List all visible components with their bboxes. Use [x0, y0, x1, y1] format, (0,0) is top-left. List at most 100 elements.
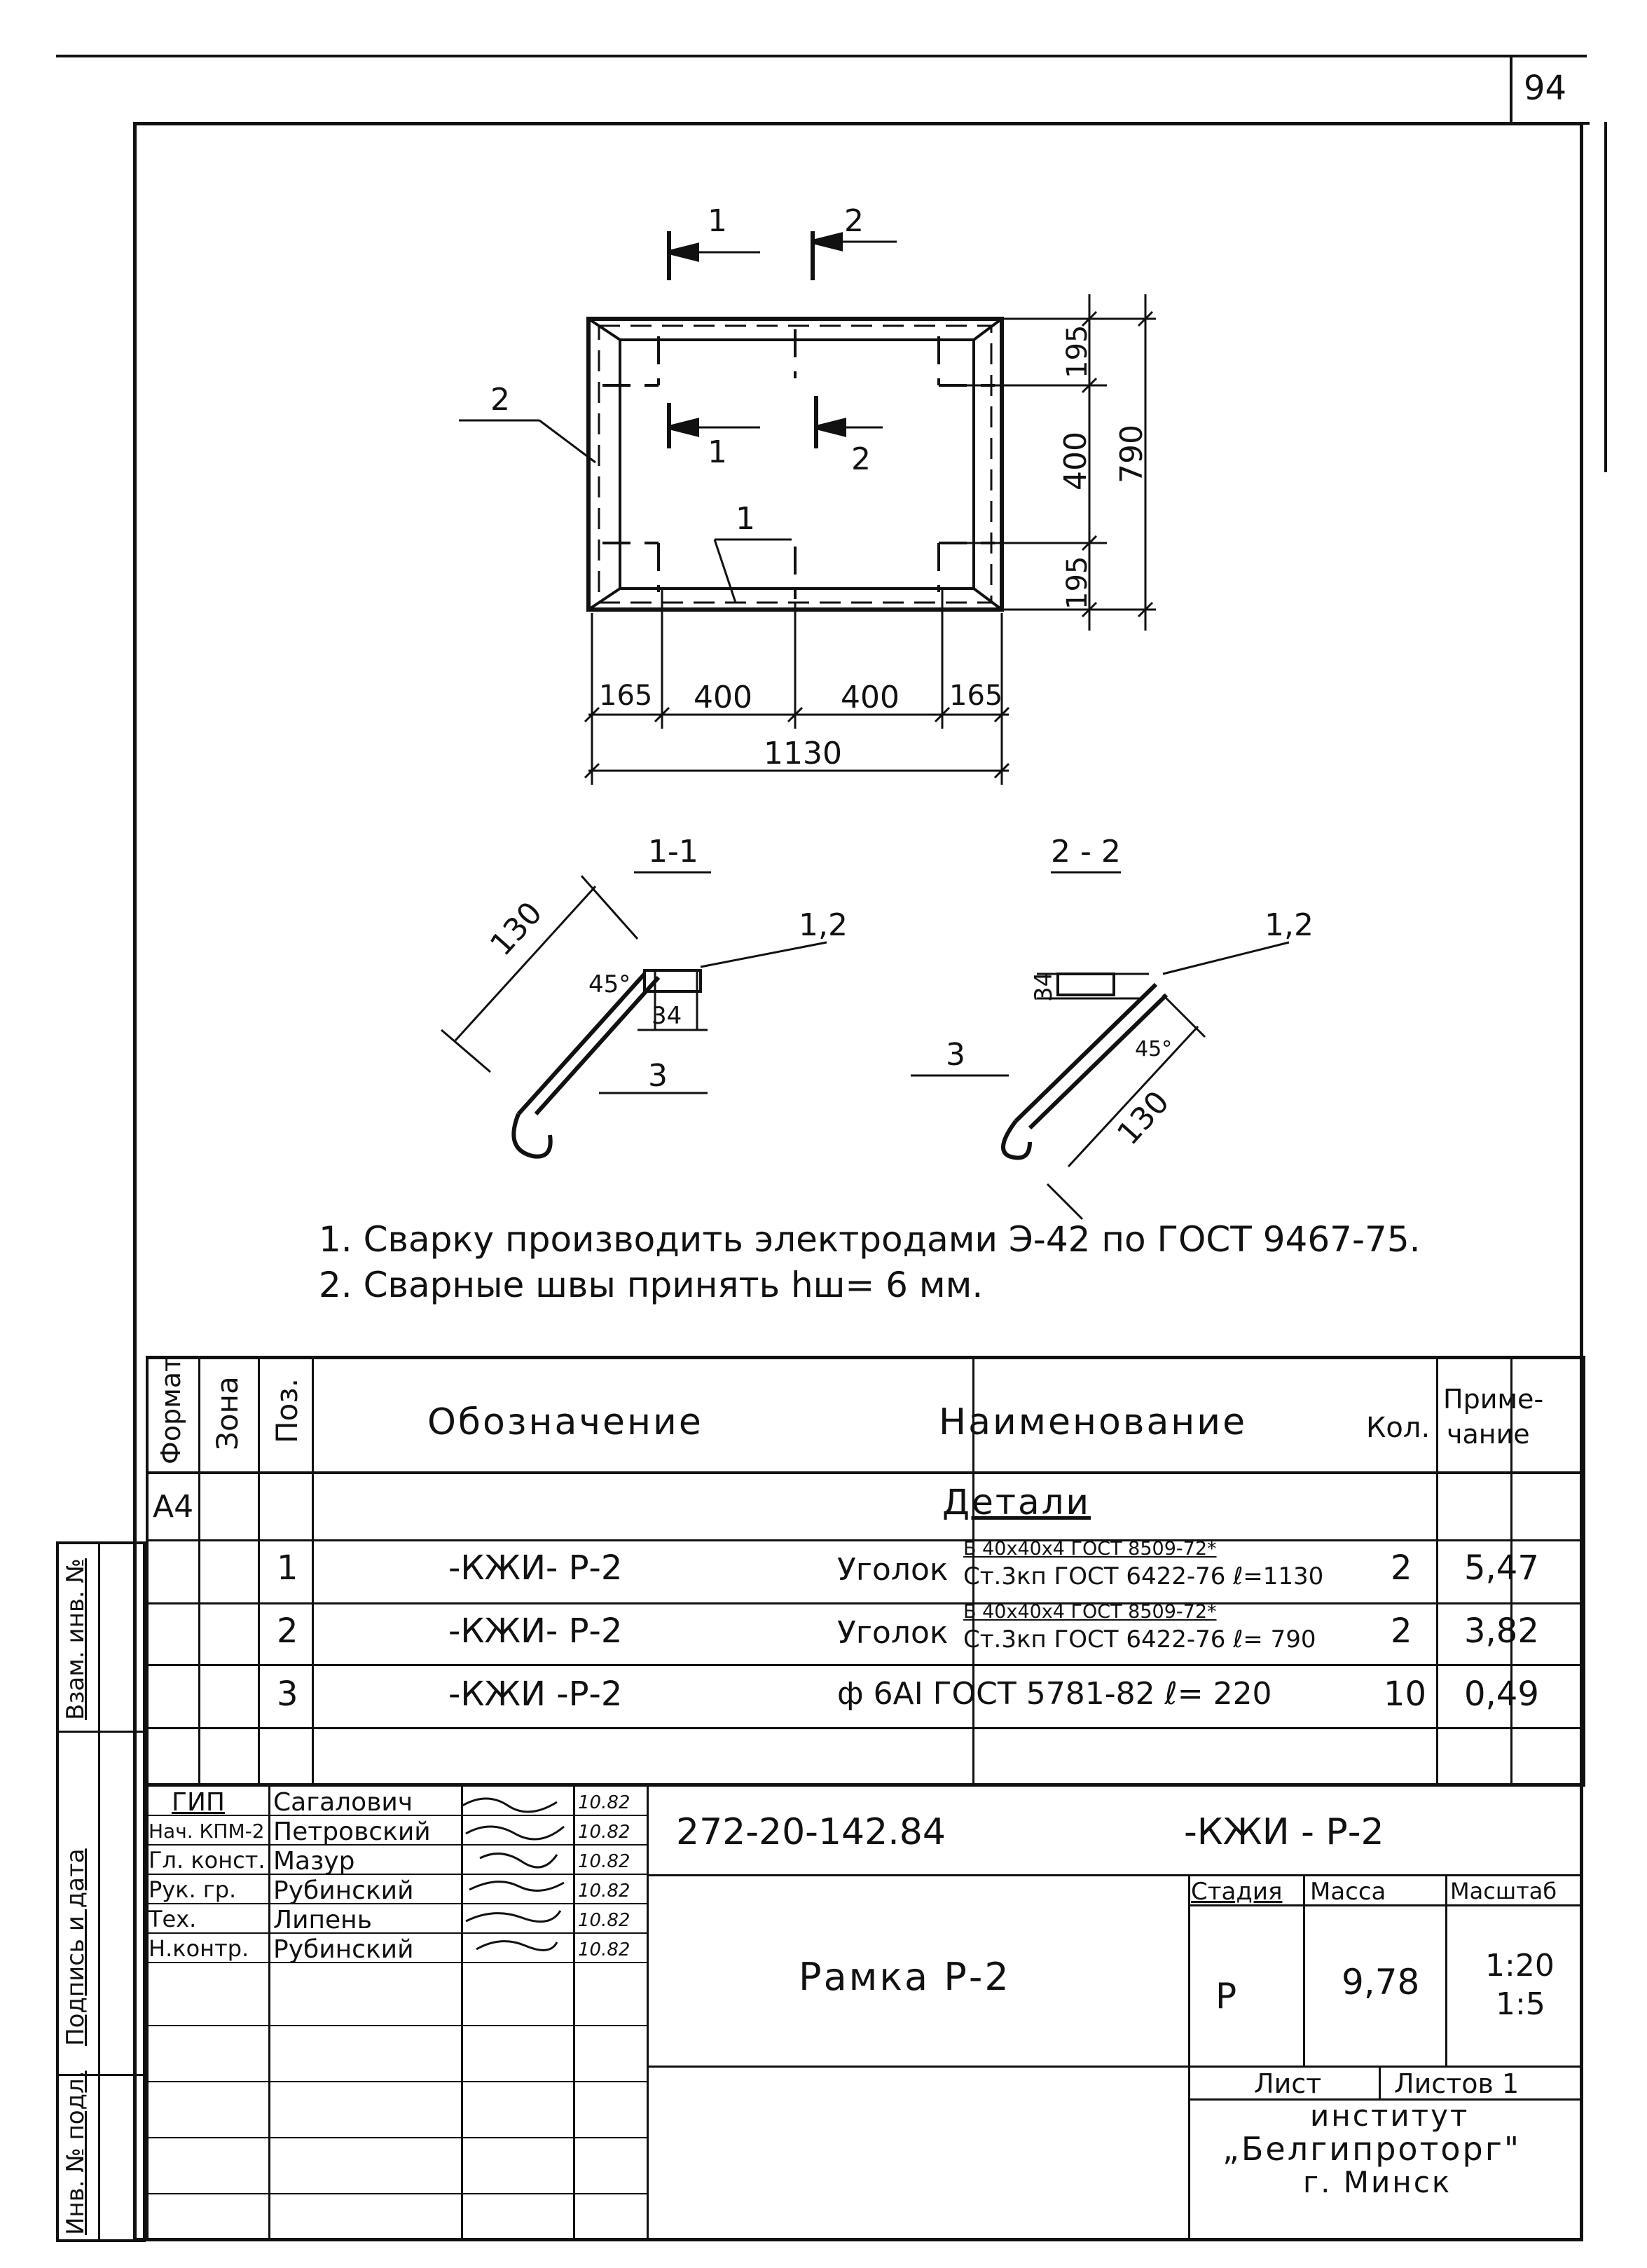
title-block: [146, 1787, 1583, 2241]
date-2: 10.82: [578, 1822, 630, 1843]
role-5: Тех.: [149, 1906, 197, 1932]
org-line-3: г. Минск: [1303, 2165, 1452, 2199]
dim-165-right: 165: [949, 680, 1003, 712]
mass-value: 9,78: [1342, 1962, 1420, 2002]
row-3-name: ф 6АI ГОСТ 5781-82 ℓ= 220: [837, 1676, 1272, 1712]
header-note-2: чание: [1447, 1419, 1530, 1450]
section-markers: [667, 231, 897, 448]
dim-total-width: 1130: [764, 736, 842, 771]
stage-value: Р: [1215, 1976, 1237, 2016]
header-pos: Поз.: [270, 1378, 304, 1443]
dim-195-top: 195: [1061, 324, 1094, 378]
dim-400-middle: 400: [1058, 432, 1094, 490]
section-mark-2-top: 2: [844, 203, 864, 239]
section-2-angle: 45°: [1135, 1037, 1173, 1061]
sheet-label: Лист: [1254, 2068, 1322, 2099]
header-zone: Зона: [210, 1376, 244, 1450]
side-stamp-signature: Подпись и дата: [62, 1848, 90, 2046]
role-2: Нач. КПМ-2: [149, 1820, 265, 1843]
section-1-title: 1-1: [648, 834, 698, 870]
row-3-qty: 10: [1384, 1675, 1427, 1714]
header-note-1: Приме-: [1443, 1384, 1544, 1415]
row-2-pos: 2: [277, 1611, 298, 1651]
header-qty: Кол.: [1366, 1412, 1431, 1444]
section-2-pos-3: 3: [946, 1037, 965, 1073]
row-1-name-top: Б 40х40х4 ГОСТ 8509-72*: [963, 1538, 1217, 1560]
product-name: Рамка Р-2: [799, 1955, 1011, 1999]
section-mark-1-top: 1: [708, 203, 727, 239]
name-6: Рубинский: [273, 1935, 414, 1964]
format-value: А4: [153, 1489, 194, 1525]
section-1-dim-34: 34: [652, 1002, 682, 1030]
header-format: Формат: [156, 1356, 186, 1464]
doc-mark: -КЖИ - Р-2: [1184, 1811, 1384, 1853]
plan-view: [586, 317, 1004, 612]
row-3-note: 0,49: [1464, 1675, 1539, 1714]
role-3: Гл. конст.: [149, 1847, 266, 1874]
right-margin-line: [1604, 122, 1607, 472]
scale-value-2: 1:5: [1496, 1986, 1545, 2022]
stage-label: Стадия: [1191, 1878, 1283, 1906]
section-2-dim-34: 34: [1030, 971, 1058, 1002]
doc-code: 272-20-142.84: [676, 1811, 946, 1853]
row-2-note: 3,82: [1464, 1611, 1539, 1651]
scale-label: Масштаб: [1450, 1878, 1557, 1904]
row-1-name-bottom: Ст.3кп ГОСТ 6422-76 ℓ=1130: [963, 1562, 1324, 1590]
role-6: Н.контр.: [149, 1935, 249, 1962]
position-label-2: 2: [490, 382, 510, 418]
vertical-dims: [942, 294, 1156, 631]
date-3: 10.82: [578, 1851, 630, 1872]
row-3-pos: 3: [277, 1675, 298, 1714]
section-1-pos-3: 3: [648, 1058, 668, 1094]
org-line-2: „Белгипроторг": [1222, 2130, 1522, 2168]
role-1: ГИП: [172, 1788, 225, 1817]
main-frame: [133, 122, 1583, 2241]
section-title-details: Детали: [942, 1482, 1091, 1523]
date-1: 10.82: [578, 1792, 630, 1813]
top-rule: [56, 55, 1587, 57]
header-designation: Обозначение: [427, 1401, 703, 1443]
scale-value-1: 1:20: [1485, 1948, 1555, 1984]
note-2: 2. Сварные швы принять hш= 6 мм.: [319, 1265, 984, 1305]
dim-400-left: 400: [694, 680, 752, 715]
position-label-1: 1: [736, 501, 755, 537]
row-1-pos: 1: [277, 1548, 298, 1588]
sheets-label: Листов 1: [1394, 2068, 1519, 2099]
name-3: Мазур: [273, 1847, 355, 1876]
side-stamp-inventory: Инв. № подл.: [62, 2070, 90, 2235]
date-6: 10.82: [578, 1939, 630, 1960]
section-2-title: 2 - 2: [1051, 834, 1121, 870]
name-4: Рубинский: [273, 1876, 414, 1905]
row-2-name-bottom: Ст.3кп ГОСТ 6422-76 ℓ= 790: [963, 1626, 1316, 1654]
date-5: 10.82: [578, 1910, 630, 1931]
dim-400-right: 400: [841, 680, 900, 715]
row-2-qty: 2: [1391, 1611, 1412, 1651]
qty-column-line: [1436, 1356, 1438, 1787]
name-2: Петровский: [273, 1817, 431, 1846]
dim-total-height: 790: [1114, 425, 1150, 483]
row-3-designation: -КЖИ -Р-2: [448, 1675, 623, 1714]
section-mark-1-inner: 1: [708, 434, 727, 470]
row-1-note: 5,47: [1464, 1548, 1539, 1588]
role-4: Рук. гр.: [149, 1876, 237, 1903]
name-5: Липень: [273, 1906, 372, 1934]
note-1: 1. Сварку производить электродами Э-42 п…: [319, 1219, 1421, 1260]
name-1: Сагалович: [273, 1788, 413, 1817]
section-mark-2-inner: 2: [851, 441, 871, 477]
section-1-angle: 45°: [588, 970, 631, 998]
row-1-designation: -КЖИ- Р-2: [448, 1548, 623, 1588]
side-stamp-replacement: Взам. инв. №: [62, 1558, 90, 1720]
org-line-1: институт: [1310, 2098, 1470, 2133]
section-1-pos-12: 1,2: [799, 907, 848, 943]
mass-label: Масса: [1310, 1878, 1386, 1906]
section-2-view: [911, 871, 1290, 1221]
frame-drawing: [441, 231, 1290, 1221]
sheet-number: 94: [1524, 69, 1567, 108]
row-1-name-prefix: Уголок: [837, 1552, 949, 1588]
row-2-name-top: Б 40х40х4 ГОСТ 8509-72*: [963, 1601, 1217, 1623]
row-2-name-prefix: Уголок: [837, 1615, 949, 1651]
signatures: [462, 1797, 565, 1951]
date-4: 10.82: [578, 1881, 630, 1902]
header-name: Наименование: [939, 1401, 1248, 1443]
horizontal-dims: [584, 589, 1010, 785]
